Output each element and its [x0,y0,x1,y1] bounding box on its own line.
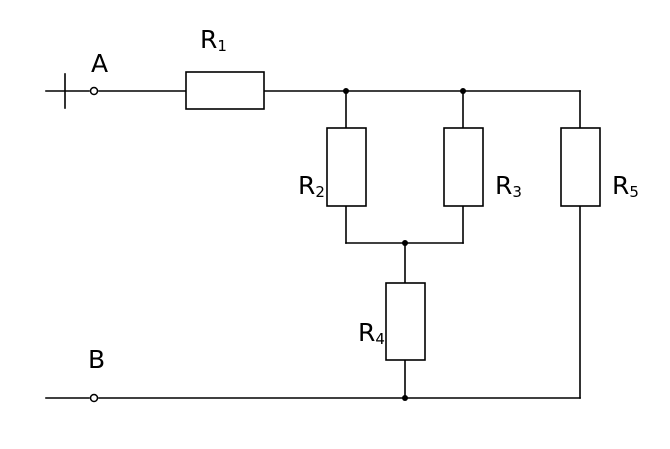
resistor-r1 [185,71,265,110]
junction-dot [402,395,408,401]
junction-dot [460,88,466,94]
terminal-a-label: A [91,49,108,78]
resistor-r4-label: R4 [358,318,385,348]
resistor-r1-label: R1 [200,25,227,55]
resistor-r5 [560,127,601,207]
resistor-r3-label: R3 [495,171,522,201]
terminal-a [89,86,99,96]
resistor-r3 [443,127,484,207]
resistor-r4 [385,282,426,361]
junction-dot [402,240,408,246]
terminal-b [89,393,99,403]
junctions [343,88,466,401]
junction-dot [343,88,349,94]
terminal-b-label: B [88,345,105,374]
resistor-r2 [326,127,367,207]
resistor-r5-label: R5 [612,171,639,201]
resistor-r2-label: R2 [298,171,325,201]
wires [45,90,581,399]
